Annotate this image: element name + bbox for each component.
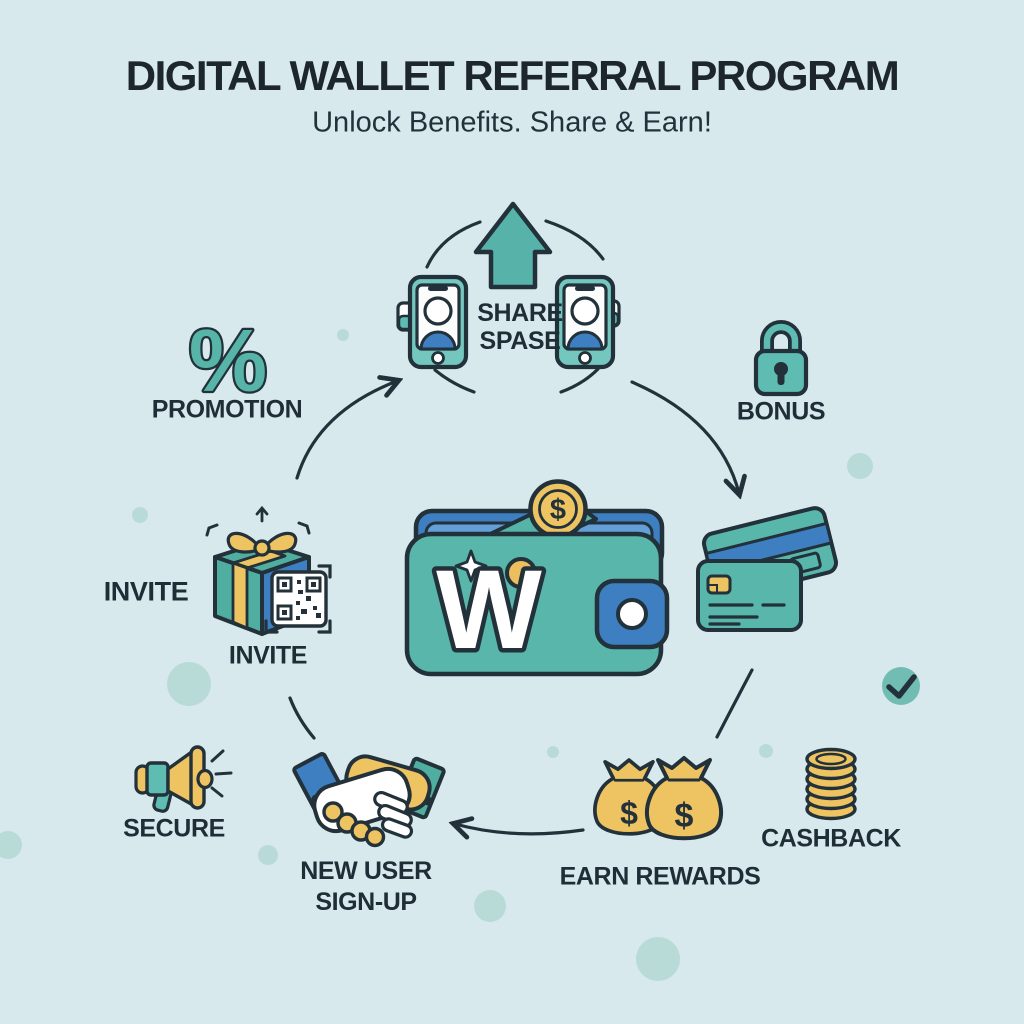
new-user-label-line2: SIGN-UP [315,888,417,916]
cashback-label: CASHBACK [761,824,901,853]
coin-stack-icon [805,747,857,821]
up-arrow-icon [473,201,553,290]
credit-cards-icon [696,506,839,632]
background-dots [0,280,873,981]
qr-code-icon [264,564,332,634]
megaphone-icon [134,745,233,813]
phone-right-icon [554,274,621,370]
scan-bracket-right [297,521,311,535]
secure-label: SECURE [123,814,225,843]
phone-left-icon [396,274,469,370]
arrow-invite-to-share [295,381,397,480]
arc-bottom-left [433,368,476,394]
arc-cards-to-rewards [715,668,754,739]
new-user-label-line1: NEW USER [300,857,432,885]
page-subtitle: Unlock Benefits. Share & Earn! [312,106,712,139]
invite-outer-label: INVITE [103,576,189,607]
sparkle-icon [454,549,488,583]
arc-top-right [544,219,605,261]
check-circle-icon [882,667,920,705]
flow-arrows [288,219,754,834]
arc-bottom-right [559,367,600,394]
arc-signup-to-invite [288,696,316,740]
arrow-rewards-to-signup [455,824,585,834]
handshake-icon [292,752,446,848]
scan-bracket-left [205,523,219,537]
percent-icon: % [187,309,270,413]
arc-top-left [425,220,482,269]
promotion-label: PROMOTION [151,395,303,424]
share-label-line1: SHARE [477,299,563,327]
share-label: SHARE SPASE [477,299,563,355]
bag-dollar-symbol: $ [675,797,694,835]
share-label-line2: SPASE [479,327,561,355]
percent-symbol: % [189,311,267,410]
small-up-arrow-icon [255,505,269,523]
page-title: DIGITAL WALLET REFERRAL PROGRAM [125,52,900,99]
padlock-icon [753,320,809,397]
wallet-icon: $ W [404,479,670,677]
bag-dollar-symbol: $ [620,795,638,831]
new-user-label: NEW USER SIGN-UP [300,856,432,918]
wallet-logo-letter: W [436,547,542,672]
arrow-share-to-cards [630,380,739,493]
invite-caption: INVITE [228,641,308,670]
earn-rewards-label: EARN REWARDS [559,862,761,891]
dollar-coin-icon: $ [528,479,588,539]
bonus-label: BONUS [736,397,826,426]
gift-box-icon [205,505,332,636]
money-bags-icon: $ $ [593,756,723,841]
coin-dollar-symbol: $ [550,494,566,526]
